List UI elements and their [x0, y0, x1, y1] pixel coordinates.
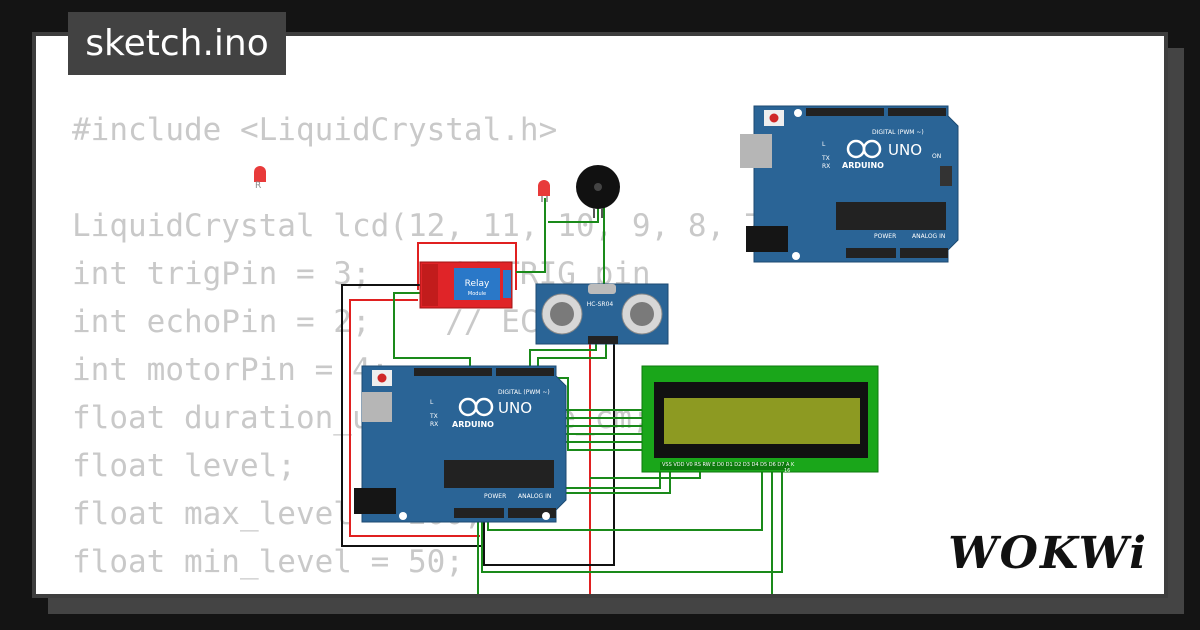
tx-label: TX [821, 155, 830, 162]
board-brand: ARDUINO [452, 420, 494, 429]
usb-port-icon [362, 392, 392, 422]
rx-label: RX [822, 163, 830, 170]
buzzer[interactable] [576, 165, 620, 218]
led-red-2[interactable] [538, 180, 550, 202]
arduino-uno-main[interactable]: UNO ARDUINO DIGITAL (PWM ~) ANALOG IN PO… [354, 365, 567, 523]
code-line: #include <LiquidCrystal.h> [72, 112, 558, 148]
usb-port-icon [740, 134, 772, 168]
led-label: R [255, 181, 261, 191]
board-model: UNO [498, 399, 532, 417]
digital-label: DIGITAL (PWM ~) [498, 389, 550, 396]
lcd-16x2[interactable]: VSS VDD V0 RS RW E D0 D1 D2 D3 D4 D5 D6 … [641, 365, 879, 474]
lcd-pin-16: 16 [784, 468, 790, 474]
sensor-model: HC-SR04 [587, 301, 614, 308]
on-label: ON [932, 153, 941, 160]
power-jack-icon [354, 488, 396, 514]
tx-label: TX [429, 413, 438, 420]
relay-label: Relay [465, 279, 490, 289]
board-model: UNO [888, 141, 922, 159]
file-name-tab[interactable]: sketch.ino [68, 12, 286, 75]
analog-label: ANALOG IN [518, 493, 551, 500]
arduino-uno-secondary[interactable]: UNO ARDUINO DIGITAL (PWM ~) ANALOG IN PO… [740, 105, 959, 263]
chip-icon [836, 202, 946, 230]
wokwi-logo[interactable]: WOKWi [948, 528, 1148, 579]
power-jack-icon [746, 226, 788, 252]
led-red-1[interactable]: R [254, 166, 266, 191]
board-brand: ARDUINO [842, 161, 884, 170]
rx-label: RX [430, 421, 438, 428]
code-line: float level; [72, 448, 296, 484]
power-label: POWER [874, 233, 896, 240]
relay-sub-label: Module [468, 291, 486, 297]
code-line: float min_level = 50; [72, 544, 464, 580]
code-preview: #include <LiquidCrystal.h>LiquidCrystal … [72, 106, 800, 594]
analog-label: ANALOG IN [912, 233, 945, 240]
relay-module[interactable]: Relay Module [419, 261, 513, 309]
l-label: L [430, 399, 434, 406]
chip-icon [444, 460, 554, 488]
code-line: void setup() { [72, 586, 800, 594]
ultrasonic-sensor-hc-sr04[interactable]: HC-SR04 [535, 283, 669, 345]
lcd-pin-labels: VSS VDD V0 RS RW E D0 D1 D2 D3 D4 D5 D6 … [662, 462, 795, 468]
digital-label: DIGITAL (PWM ~) [872, 129, 924, 136]
l-label: L [822, 141, 826, 148]
power-label: POWER [484, 493, 506, 500]
